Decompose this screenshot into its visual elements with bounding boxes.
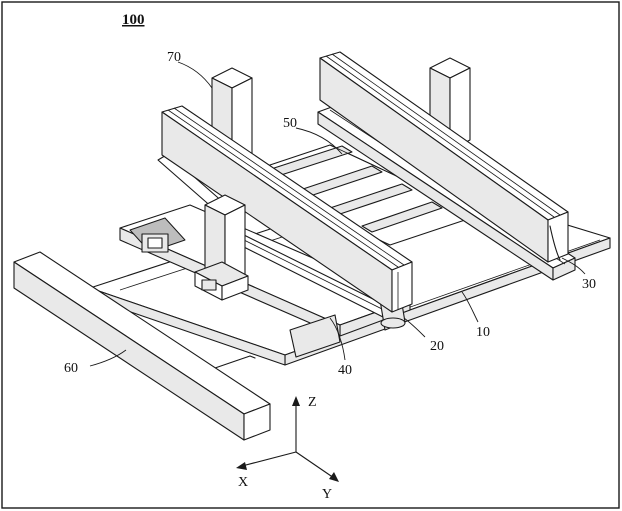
label-60: 60 [64, 361, 78, 376]
x-axis-arrowhead [236, 462, 247, 470]
label-20: 20 [430, 339, 444, 354]
label-70: 70 [167, 50, 181, 65]
x-axis-label: X [238, 475, 248, 490]
leader-lines [89, 61, 586, 367]
z-axis-arrowhead [292, 396, 300, 406]
beam-60 [13, 251, 271, 441]
left-slab [161, 105, 413, 313]
figure-number-label: 100 [122, 12, 145, 28]
z-axis-label: Z [308, 395, 317, 410]
y-axis-arrowhead [329, 472, 339, 482]
label-10: 10 [476, 325, 490, 340]
y-axis-label: Y [322, 487, 332, 502]
right-slab [319, 51, 569, 263]
label-50: 50 [283, 116, 297, 131]
label-40: 40 [338, 363, 352, 378]
label-30: 30 [582, 277, 596, 292]
coordinate-axes: Z X Y [236, 395, 339, 502]
post-front [194, 194, 249, 301]
